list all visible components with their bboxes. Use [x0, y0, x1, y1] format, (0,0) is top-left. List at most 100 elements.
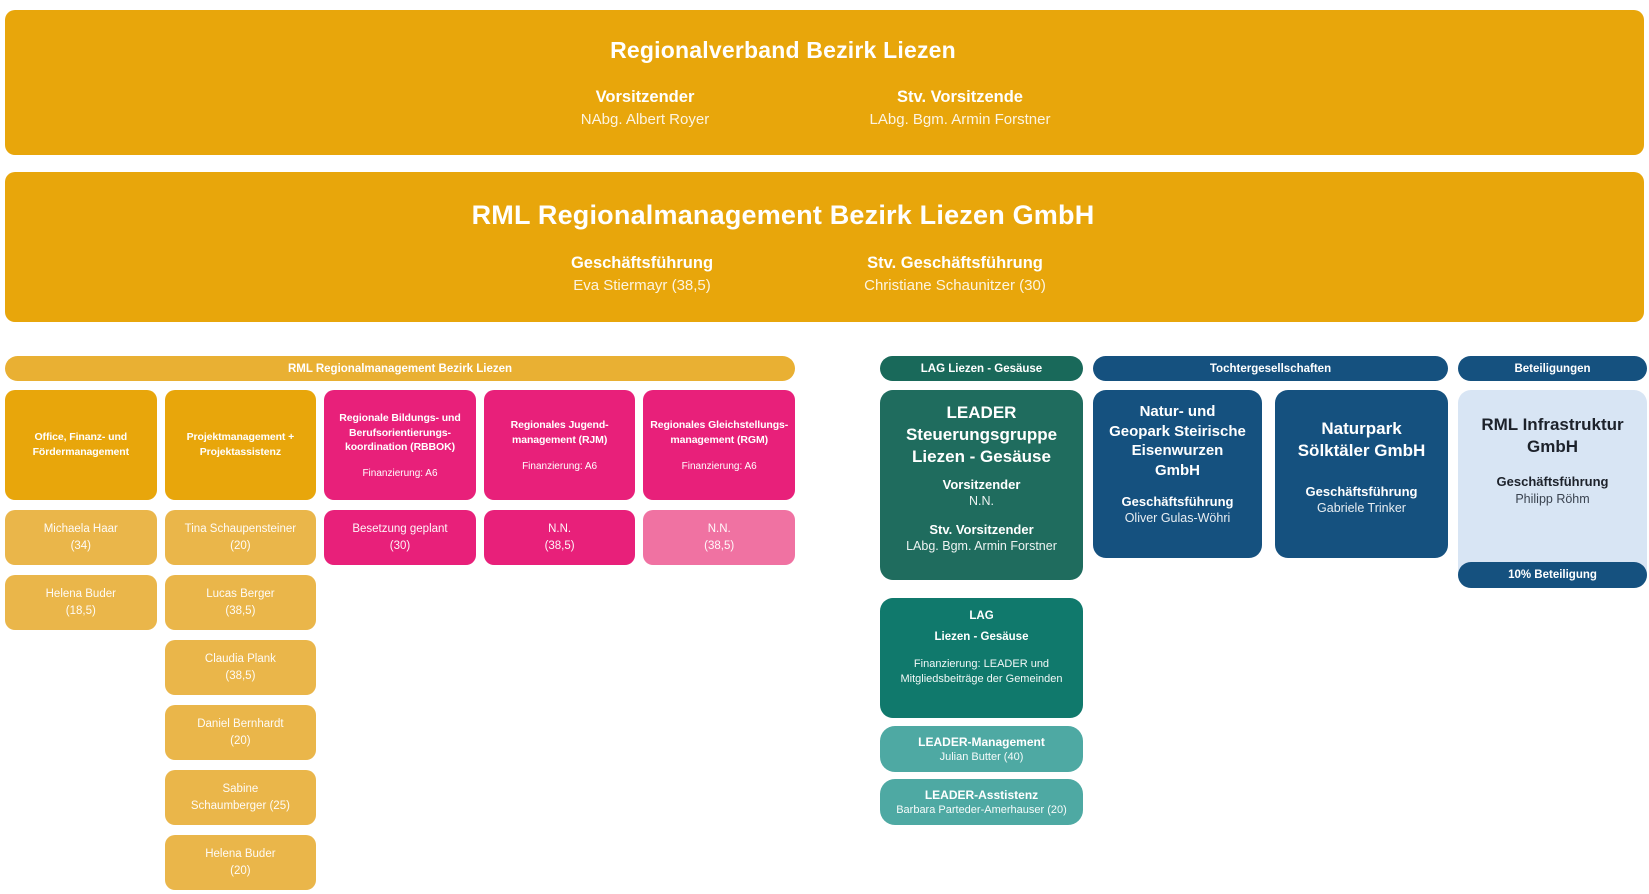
- role-name: Christiane Schaunitzer (30): [864, 277, 1046, 294]
- leader-assistance-box: LEADER-Asstistenz Barbara Parteder-Amerh…: [880, 779, 1083, 825]
- board-title-wrap: Regionalverband Bezirk Liezen: [5, 10, 1561, 64]
- board-card: Regionalverband Bezirk Liezen Vorsitzend…: [5, 10, 1644, 155]
- role-title: Stv. Vorsitzender: [929, 522, 1034, 538]
- company-role-ceo: Geschäftsführung Eva Stiermayr (38,5): [482, 254, 802, 294]
- dept-column-projects: Projektmanagement + Projektassistenz Tin…: [164, 390, 317, 890]
- dept-box-projects: Projektmanagement + Projektassistenz: [164, 390, 317, 500]
- subsidiary-geopark-box: Natur- und Geopark Steirische Eisenwurze…: [1093, 390, 1262, 558]
- staff-name: Claudia Plank: [204, 652, 276, 665]
- staff-name: Helena Buder: [205, 847, 276, 860]
- staff-name: Michaela Haar: [43, 522, 118, 535]
- rml-departments-grid: Office, Finanz- und Fördermanagement Mic…: [5, 390, 795, 890]
- role-name: Oliver Gulas-Wöhri: [1124, 511, 1231, 525]
- staff-hours: (38,5): [225, 604, 256, 617]
- role-title: Geschäftsführung: [1121, 494, 1234, 509]
- role-title: Geschäftsführung: [1305, 484, 1418, 500]
- role-title: Stv. Vorsitzende: [897, 88, 1023, 106]
- steering-title: LEADER Steuerungsgruppe Liezen - Gesäuse: [905, 403, 1058, 467]
- role-name: Eva Stiermayr (38,5): [573, 277, 711, 294]
- dept-box-office: Office, Finanz- und Fördermanagement: [5, 390, 157, 500]
- staff-name: Lucas Berger: [206, 587, 275, 600]
- dept-title: Regionale Bildungs- und Berufsorientieru…: [339, 411, 461, 454]
- staff-box: Helena Buder (20): [164, 835, 317, 890]
- staff-hours: (30): [389, 539, 411, 552]
- holding-share-badge: 10% Beteiligung: [1458, 562, 1647, 588]
- leader-assistance-title: LEADER-Asstistenz: [924, 788, 1039, 802]
- leader-management-box: LEADER-Management Julian Butter (40): [880, 726, 1083, 772]
- dept-funding: Finanzierung: A6: [522, 460, 598, 472]
- dept-column-rjm: Regionales Jugend- management (RJM) Fina…: [483, 390, 636, 890]
- dept-column-rbbok: Regionale Bildungs- und Berufsorientieru…: [324, 390, 476, 890]
- staff-hours: Schaumberger (25): [190, 799, 290, 812]
- staff-name: Daniel Bernhardt: [197, 717, 284, 730]
- subsidiary-title: Naturpark Sölktäler GmbH: [1297, 419, 1426, 461]
- staff-hours: (20): [230, 734, 251, 747]
- staff-name: Helena Buder: [45, 587, 116, 600]
- holding-infrastruktur-box: RML Infrastruktur GmbH Geschäftsführung …: [1458, 390, 1647, 588]
- staff-hours: (20): [230, 539, 251, 552]
- role-name: LAbg. Bgm. Armin Forstner: [869, 111, 1051, 128]
- board-role-chair: Vorsitzender NAbg. Albert Royer: [485, 88, 805, 128]
- dept-title: Regionales Jugend- management (RJM): [510, 419, 609, 446]
- role-name: Gabriele Trinker: [1317, 501, 1406, 516]
- staff-hours: (34): [70, 539, 92, 552]
- dept-funding: Finanzierung: A6: [362, 468, 438, 480]
- staff-name: Sabine: [222, 782, 259, 795]
- staff-box: Lucas Berger (38,5): [164, 575, 317, 630]
- staff-name: Besetzung geplant: [352, 522, 448, 535]
- staff-hours: (18,5): [65, 604, 96, 617]
- staff-hours: (38,5): [704, 539, 735, 552]
- board-role-deputy-chair: Stv. Vorsitzende LAbg. Bgm. Armin Forstn…: [800, 88, 1120, 128]
- role-name: N.N.: [969, 494, 994, 509]
- role-title: Vorsitzender: [942, 477, 1021, 493]
- company-card: RML Regionalmanagement Bezirk Liezen Gmb…: [5, 172, 1644, 322]
- staff-box: N.N. (38,5): [643, 510, 795, 565]
- lag-funding: Finanzierung: LEADER und Mitgliedsbeiträ…: [900, 658, 1063, 686]
- holding-title: RML Infrastruktur GmbH: [1481, 415, 1624, 457]
- staff-hours: (38,5): [544, 539, 575, 552]
- dept-box-rgm: Regionales Gleichstellungs- management (…: [643, 390, 795, 500]
- role-title: Geschäftsführung: [570, 254, 714, 272]
- role-name: LAbg. Bgm. Armin Forstner: [906, 539, 1057, 554]
- rml-section-header: RML Regionalmanagement Bezirk Liezen: [5, 356, 795, 381]
- staff-box: Sabine Schaumberger (25): [164, 770, 317, 825]
- subsidiary-title: Natur- und Geopark Steirische Eisenwurze…: [1109, 403, 1246, 479]
- staff-box: Daniel Bernhardt (20): [164, 705, 317, 760]
- role-title: Geschäftsführung: [1496, 474, 1609, 490]
- leader-steering-group-box: LEADER Steuerungsgruppe Liezen - Gesäuse…: [880, 390, 1083, 580]
- dept-title: Projektmanagement + Projektassistenz: [186, 431, 295, 458]
- staff-box: Besetzung geplant (30): [324, 510, 476, 565]
- leader-management-title: LEADER-Management: [918, 735, 1045, 749]
- staff-box: Helena Buder (18,5): [5, 575, 157, 630]
- lag-label: LAG: [969, 610, 994, 622]
- company-role-deputy-ceo: Stv. Geschäftsführung Christiane Schauni…: [795, 254, 1115, 294]
- dept-title: Office, Finanz- und Fördermanagement: [32, 431, 130, 458]
- role-title: Vorsitzender: [595, 88, 695, 106]
- subsidiaries-section-header: Tochtergesellschaften: [1093, 356, 1448, 381]
- role-title: Stv. Geschäftsführung: [867, 254, 1043, 272]
- dept-box-rbbok: Regionale Bildungs- und Berufsorientieru…: [324, 390, 476, 500]
- dept-column-rgm: Regionales Gleichstellungs- management (…: [643, 390, 795, 890]
- dept-funding: Finanzierung: A6: [681, 460, 757, 472]
- staff-box: Michaela Haar (34): [5, 510, 157, 565]
- dept-column-office: Office, Finanz- und Fördermanagement Mic…: [5, 390, 157, 890]
- staff-name: Tina Schaupensteiner: [184, 522, 297, 535]
- staff-hours: (38,5): [225, 669, 256, 682]
- leader-management-name: Julian Butter (40): [939, 751, 1024, 763]
- board-title: Regionalverband Bezirk Liezen: [610, 37, 956, 63]
- staff-hours: (20): [230, 864, 251, 877]
- dept-title: Regionales Gleichstellungs- management (…: [650, 419, 789, 446]
- staff-box: Claudia Plank (38,5): [164, 640, 317, 695]
- dept-box-rjm: Regionales Jugend- management (RJM) Fina…: [483, 390, 636, 500]
- staff-box: N.N. (38,5): [483, 510, 636, 565]
- lag-section-header: LAG Liezen - Gesäuse: [880, 356, 1083, 381]
- staff-name: N.N.: [707, 522, 731, 535]
- leader-assistance-name: Barbara Parteder-Amerhauser (20): [896, 804, 1067, 816]
- holdings-section-header: Beteiligungen: [1458, 356, 1647, 381]
- lag-region: Liezen - Gesäuse: [934, 631, 1029, 643]
- company-title-wrap: RML Regionalmanagement Bezirk Liezen Gmb…: [5, 172, 1561, 231]
- staff-box: Tina Schaupensteiner (20): [164, 510, 317, 565]
- lag-box: LAG Liezen - Gesäuse Finanzierung: LEADE…: [880, 598, 1083, 718]
- role-name: NAbg. Albert Royer: [580, 111, 710, 128]
